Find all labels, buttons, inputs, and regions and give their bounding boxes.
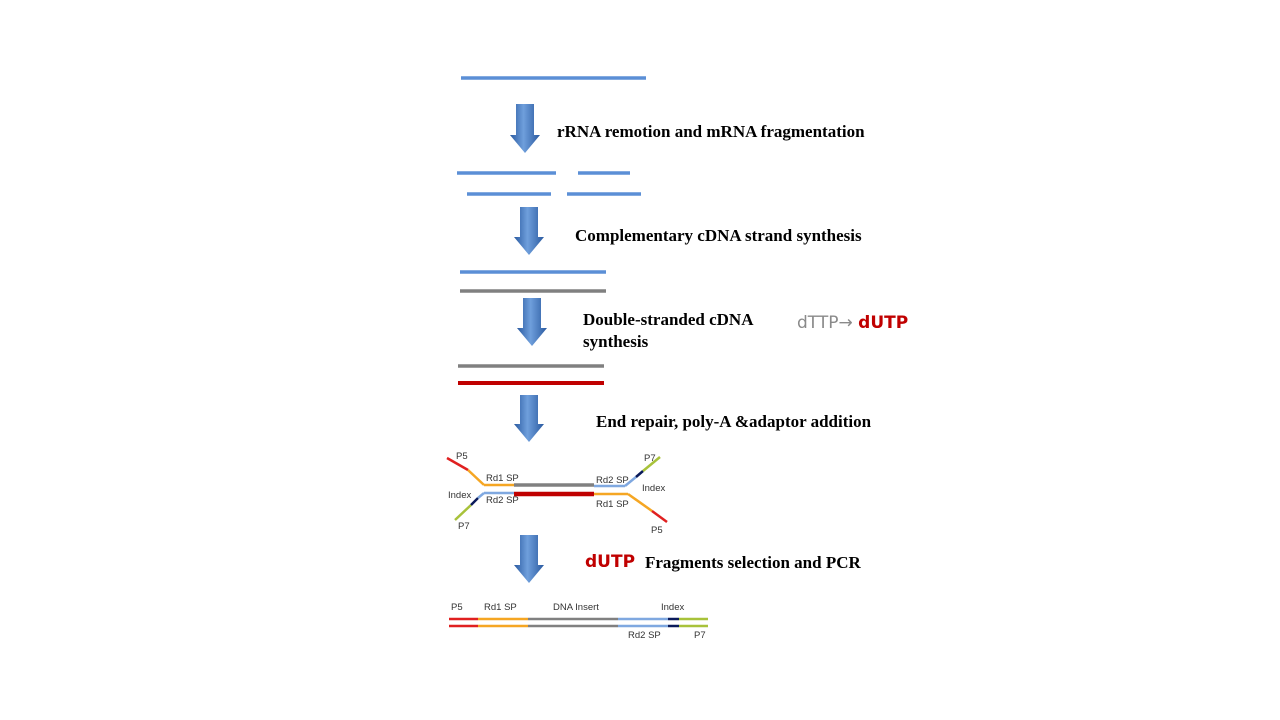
label-p7-left: P7 <box>458 521 470 532</box>
step-4-label: End repair, poly-A &adaptor addition <box>596 412 872 431</box>
step-1-label: rRNA remotion and mRNA fragmentation <box>557 122 865 141</box>
down-arrow-5 <box>514 535 544 583</box>
step-3-line-1: Double-stranded cDNA <box>583 310 754 329</box>
dutp-tag: dUTP <box>585 552 636 572</box>
label-p5-right: P5 <box>651 525 663 536</box>
mrna-fragments <box>457 171 641 196</box>
lib-label-index: Index <box>661 602 684 613</box>
label-p5-left: P5 <box>456 451 468 462</box>
lib-label-p7: P7 <box>694 630 706 641</box>
lib-label-p5: P5 <box>451 602 463 613</box>
down-arrow-2 <box>514 207 544 255</box>
label-rd1sp-right: Rd1 SP <box>596 499 629 510</box>
step-3-label: Double-stranded cDNA synthesis <box>583 309 753 353</box>
down-arrow-3 <box>517 298 547 346</box>
label-rd2sp-right: Rd2 SP <box>596 475 629 486</box>
step-2-label: Complementary cDNA strand synthesis <box>575 226 862 245</box>
label-p7-right: P7 <box>644 453 656 464</box>
step-3-line-2: synthesis <box>583 332 649 351</box>
label-index-right: Index <box>642 483 665 494</box>
lib-label-dna-insert: DNA Insert <box>553 602 599 613</box>
label-rd2sp-left: Rd2 SP <box>486 495 519 506</box>
lib-label-rd2sp: Rd2 SP <box>628 630 661 641</box>
dttp-text: dTTP <box>797 313 839 333</box>
adaptor-ligated-fragment <box>446 456 668 524</box>
down-arrow-1 <box>510 104 540 153</box>
label-index-left: Index <box>448 490 471 501</box>
dutp-text: dUTP <box>858 313 909 333</box>
substitution-arrow-icon: → <box>838 313 853 333</box>
lib-label-rd1sp: Rd1 SP <box>484 602 517 613</box>
final-library-construct <box>449 617 708 628</box>
dttp-to-dutp-note: dTTP→ dUTP <box>797 313 908 333</box>
step-5-label: Fragments selection and PCR <box>645 553 861 572</box>
down-arrow-4 <box>514 395 544 442</box>
label-rd1sp-left: Rd1 SP <box>486 473 519 484</box>
